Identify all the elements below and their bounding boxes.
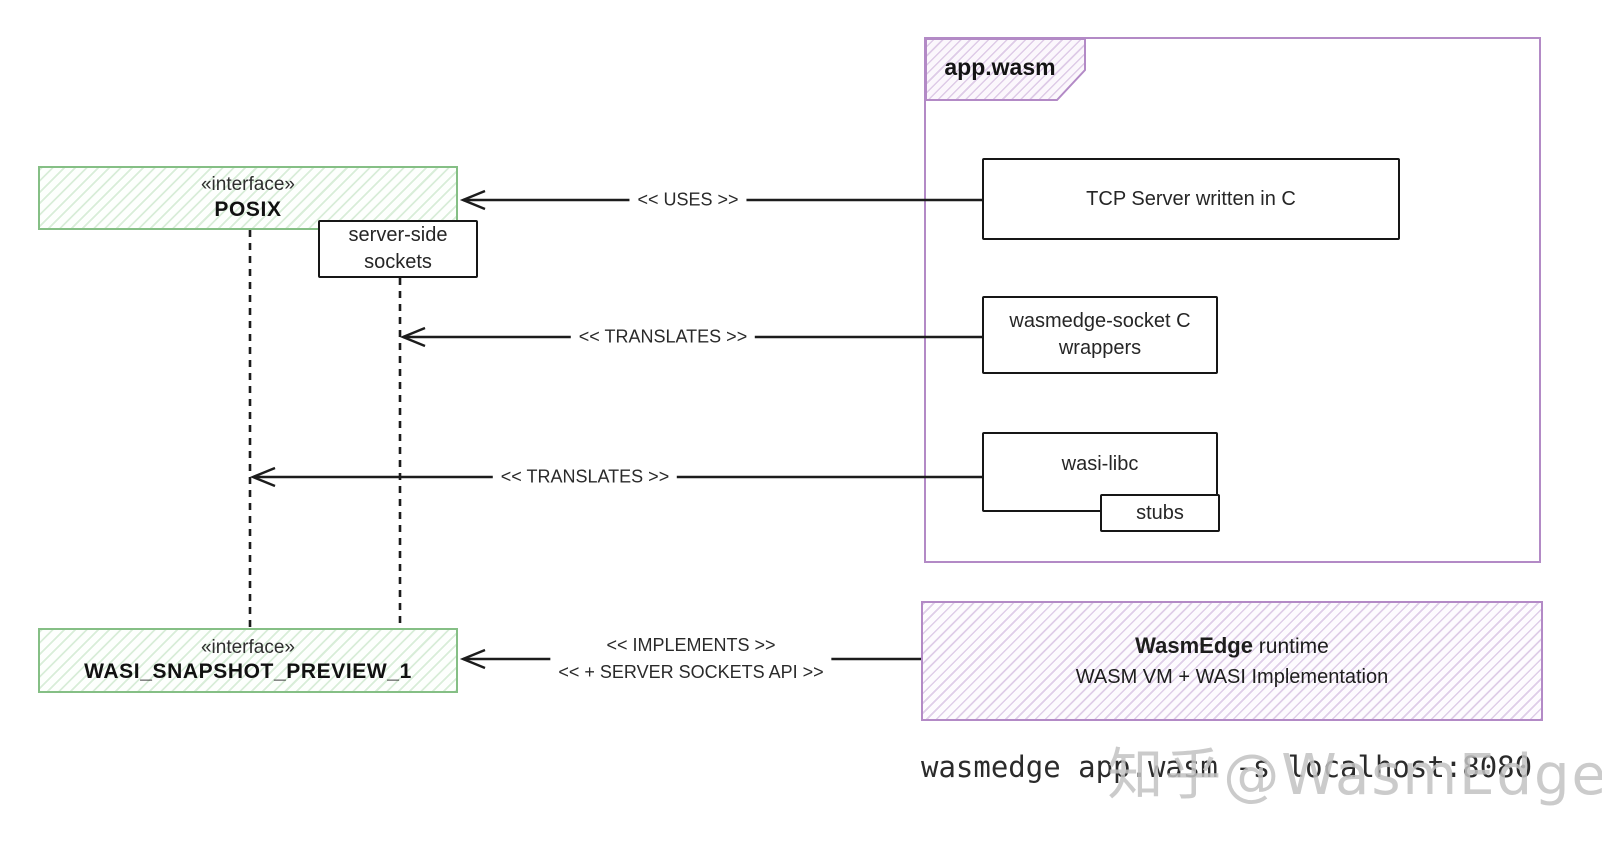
package-tab-shape: [925, 38, 1085, 100]
runtime-subtitle: WASM VM + WASI Implementation: [1075, 665, 1389, 688]
package-tab-border: [925, 38, 1086, 101]
stubs-label: stubs: [1136, 501, 1184, 524]
run-command-text: wasmedge app.wasm -s localhost:8080: [921, 750, 1533, 784]
implements-label-line2: << + SERVER SOCKETS API >>: [558, 662, 824, 682]
implements-edge-label: << IMPLEMENTS >> << + SERVER SOCKETS API…: [550, 631, 832, 687]
package-tab-label: app.wasm: [925, 38, 1075, 96]
runtime-title: WasmEdge runtime: [1135, 630, 1329, 662]
tcp-server-box: TCP Server written in C: [982, 158, 1400, 240]
uses-arrowhead: [459, 189, 486, 211]
interface-posix-box: «interface» POSIX: [38, 166, 458, 230]
uses-edge-label: << USES >>: [629, 185, 747, 215]
wasi-libc-label: wasi-libc: [1061, 452, 1139, 475]
stubs-box: stubs: [1100, 494, 1220, 532]
implements-label-line1: << IMPLEMENTS >>: [606, 635, 776, 655]
server-side-sockets-box: server-side sockets: [318, 220, 478, 278]
wasmedge-socket-box: wasmedge-socket C wrappers: [982, 296, 1218, 374]
wasmedge-runtime-box: WasmEdge runtime WASM VM + WASI Implemen…: [921, 601, 1543, 721]
translates-sockets-edge-label: << TRANSLATES >>: [570, 322, 756, 352]
package-name: app.wasm: [944, 53, 1056, 80]
implements-arrowhead: [459, 648, 486, 670]
wasmedge-socket-label: wasmedge-socket C wrappers: [1009, 310, 1191, 359]
server-side-sockets-label: server-side sockets: [348, 224, 448, 273]
interface-wasi-box: «interface» WASI_SNAPSHOT_PREVIEW_1: [38, 628, 458, 693]
translates-sockets-arrowhead: [399, 326, 426, 348]
posix-stereotype: «interface»: [200, 174, 295, 195]
translates-libc-edge-label: << TRANSLATES >>: [492, 462, 678, 492]
translates-libc-arrowhead: [249, 466, 276, 488]
runtime-name: WasmEdge: [1135, 633, 1253, 659]
posix-name: POSIX: [214, 197, 282, 221]
wasi-stereotype: «interface»: [200, 636, 295, 658]
runtime-name-suffix: runtime: [1252, 635, 1329, 659]
wasi-name: WASI_SNAPSHOT_PREVIEW_1: [84, 660, 412, 684]
tcp-server-label: TCP Server written in C: [1086, 187, 1296, 210]
package-border: [924, 37, 1541, 563]
